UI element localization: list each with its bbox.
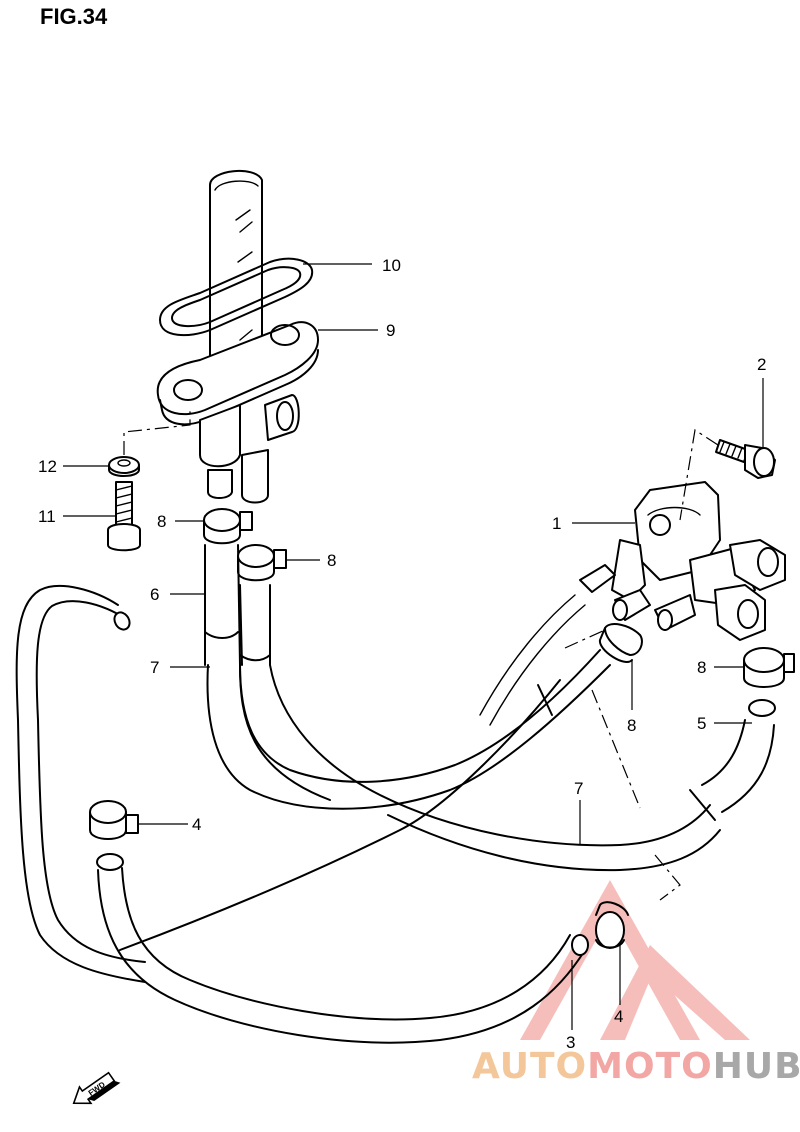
callout-4-left: 4: [192, 815, 201, 834]
guide-line-4b: [654, 854, 681, 901]
callout-8-top: 8: [157, 512, 166, 531]
washer-12: [108, 456, 140, 477]
watermark-moto: MOTO: [587, 1046, 713, 1087]
watermark-logo: [520, 880, 750, 1040]
cock-body-9: [156, 321, 319, 504]
watermark-text: AUTOMOTOHUB: [472, 1046, 800, 1087]
callout-10: 10: [382, 256, 401, 275]
hose-3-end: [571, 934, 589, 956]
callout-8-right: 8: [697, 658, 706, 677]
callout-12: 12: [38, 457, 57, 476]
callout-6: 6: [150, 585, 159, 604]
figure-title: FIG.34: [40, 4, 108, 29]
guide-line-clip: [564, 629, 606, 649]
guide-line-2: [679, 428, 719, 521]
hose-7-upper: [206, 594, 611, 810]
callout-11: 11: [38, 507, 56, 526]
clamp-4a: [89, 800, 139, 840]
clamp-8a: [203, 508, 253, 545]
callout-2: 2: [757, 355, 766, 374]
watermark-hub: HUB: [712, 1046, 800, 1087]
clamp-8d: [743, 647, 795, 688]
hose-7-lower: [239, 664, 776, 872]
hose-3: [96, 679, 586, 1044]
guide-line-12: [123, 410, 191, 455]
watermark-auto: AUTO: [472, 1046, 588, 1087]
screw-11: [107, 481, 141, 552]
callout-1: 1: [552, 514, 561, 533]
callout-4-right: 4: [614, 1007, 623, 1026]
callout-8-mid: 8: [327, 551, 336, 570]
gasket-10: [159, 257, 314, 337]
clamp-8c: [599, 623, 643, 663]
leader-lines: [63, 263, 764, 1030]
callout-7-right: 7: [574, 779, 583, 798]
bolt-2: [715, 439, 776, 479]
clamp-8b: [237, 544, 287, 582]
fwd-arrow-icon: FWD: [72, 1071, 121, 1105]
callout-3: 3: [566, 1033, 575, 1052]
callout-7-left: 7: [150, 658, 159, 677]
fuel-cock-lever: [209, 169, 263, 371]
callout-8-lower: 8: [627, 716, 636, 735]
callout-5: 5: [697, 714, 706, 733]
clamp-4b: [595, 901, 629, 949]
guide-line-8c: [591, 689, 641, 809]
fuel-pump-1: [579, 481, 786, 641]
hose-left-loop: [15, 584, 146, 983]
callout-9: 9: [386, 321, 395, 340]
